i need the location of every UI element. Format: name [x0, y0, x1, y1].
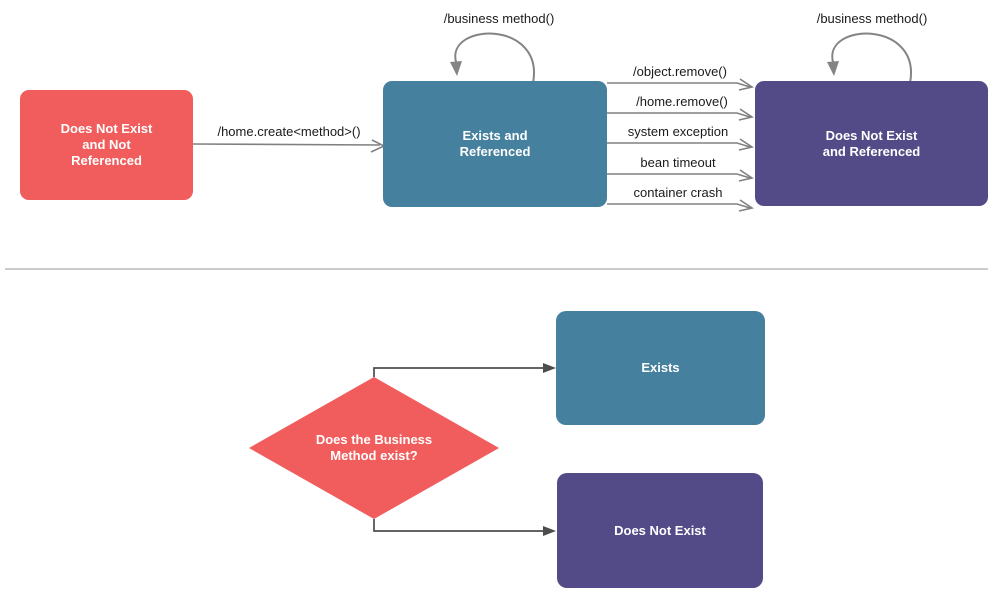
flow-line-does-not-exist: [373, 519, 543, 532]
decision-diamond: [249, 377, 499, 519]
edge-label-system-exception: system exception: [627, 124, 729, 139]
create-transition-line: [192, 143, 381, 146]
open-arrowhead-icon: [738, 78, 754, 91]
transition-line-system-exception: [607, 142, 751, 148]
self-loop-arrowhead-icon: [450, 61, 462, 76]
transition-line-container-crash: [607, 203, 751, 209]
self-loop-arc-left: [454, 32, 535, 84]
edge-label-container-crash: container crash: [633, 185, 723, 200]
filled-arrowhead-icon: [543, 363, 556, 373]
self-loop-arrowhead-icon: [827, 61, 839, 76]
edge-label-object-remove: /object.remove(): [633, 64, 727, 79]
node-label: Exists: [641, 360, 680, 375]
flow-line-exists: [373, 367, 543, 377]
state-label: Does Not Exist and Referenced: [822, 127, 921, 159]
open-arrowhead-icon: [738, 199, 754, 212]
decision-label: Does the Business Method exist?: [315, 432, 433, 463]
open-arrowhead-icon: [738, 108, 754, 121]
filled-arrowhead-icon: [543, 526, 556, 536]
open-arrowhead-icon: [738, 138, 754, 151]
self-loop-arc-right: [831, 32, 912, 84]
edge-label-home-remove: /home.remove(): [636, 94, 728, 109]
state-does-not-exist-not-referenced: Does Not Exist and Not Referenced: [20, 90, 193, 200]
node-label: Does Not Exist: [614, 522, 706, 538]
state-exists-and-referenced: Exists and Referenced: [383, 81, 607, 207]
open-arrowhead-icon: [738, 169, 754, 182]
node-does-not-exist: Does Not Exist: [557, 473, 763, 588]
edge-label-home-create: /home.create<method>(): [217, 124, 361, 139]
state-label: Does Not Exist and Not Referenced: [60, 121, 153, 168]
state-does-not-exist-referenced: Does Not Exist and Referenced: [755, 81, 988, 206]
state-label: Exists and Referenced: [459, 128, 531, 159]
edge-label-bean-timeout: bean timeout: [640, 155, 716, 170]
transition-line-object-remove: [607, 82, 751, 88]
transition-line-home-remove: [607, 112, 751, 118]
node-exists: Exists: [556, 311, 765, 425]
edge-label-business-method-left: /business method(): [443, 11, 555, 26]
edge-label-business-method-right: /business method(): [816, 11, 928, 26]
transition-line-bean-timeout: [607, 173, 751, 179]
